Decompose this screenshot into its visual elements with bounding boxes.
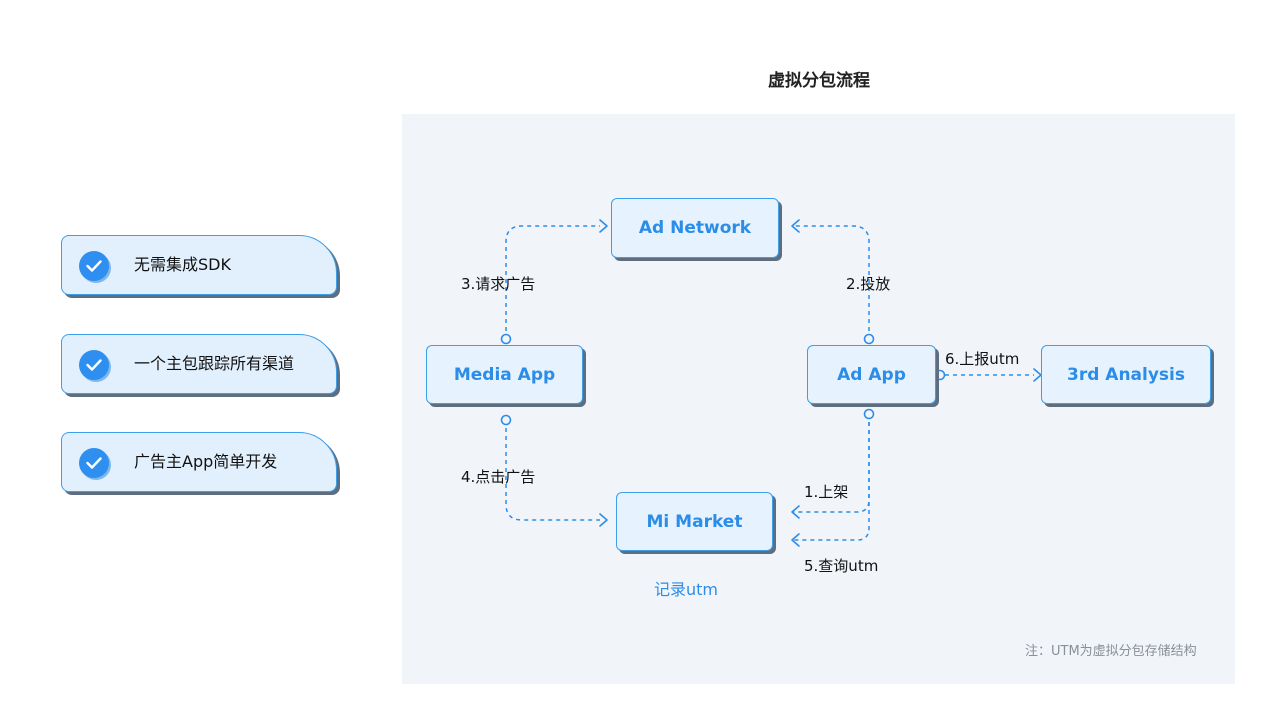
feature-label: 无需集成SDK <box>134 255 231 274</box>
feature-label: 广告主App简单开发 <box>134 452 278 471</box>
edge-label-request-ad: 3.请求广告 <box>461 275 536 293</box>
feature-card-simple-dev: 广告主App简单开发 <box>61 432 337 492</box>
node-ad-network: Ad Network <box>611 198 779 258</box>
arrowhead-mi-market-query <box>791 533 800 547</box>
feature-label: 一个主包跟踪所有渠道 <box>134 354 295 373</box>
node-media-app: Media App <box>426 345 583 404</box>
connector-request-ad <box>505 225 600 339</box>
edge-label-report-utm: 6.上报utm <box>945 350 1020 368</box>
port-ad-app-right <box>934 369 946 381</box>
check-circle-icon <box>79 350 109 380</box>
edge-label-click-ad: 4.点击广告 <box>461 468 536 486</box>
arrowhead-ad-network-left <box>599 219 608 233</box>
connector-deliver <box>792 225 870 339</box>
node-3rd-analysis: 3rd Analysis <box>1041 345 1211 404</box>
port-ad-app-bottom <box>863 408 875 420</box>
node-ad-app: Ad App <box>807 345 936 404</box>
edge-label-query-utm: 5.查询utm <box>804 557 879 575</box>
mi-market-note: 记录utm <box>654 580 719 599</box>
footnote: 注：UTM为虚拟分包存储结构 <box>1025 644 1197 659</box>
edge-label-publish: 1.上架 <box>804 483 849 501</box>
check-circle-icon <box>79 448 109 478</box>
arrowhead-mi-market-left <box>599 513 608 527</box>
connector-query-utm <box>792 414 870 541</box>
check-circle-icon <box>79 251 109 281</box>
port-ad-app-top <box>863 333 875 345</box>
connector-click-ad <box>505 420 600 521</box>
connector-publish <box>792 414 870 513</box>
node-mi-market: Mi Market <box>616 492 773 551</box>
arrowhead-3rd-analysis <box>1033 368 1042 382</box>
arrowhead-ad-network-right <box>791 219 800 233</box>
page-title: 虚拟分包流程 <box>768 71 870 91</box>
port-media-app-bottom <box>500 414 512 426</box>
edge-label-deliver: 2.投放 <box>846 275 891 293</box>
feature-card-one-package: 一个主包跟踪所有渠道 <box>61 334 337 394</box>
port-media-app-top <box>500 333 512 345</box>
arrowhead-mi-market-publish <box>791 505 800 519</box>
